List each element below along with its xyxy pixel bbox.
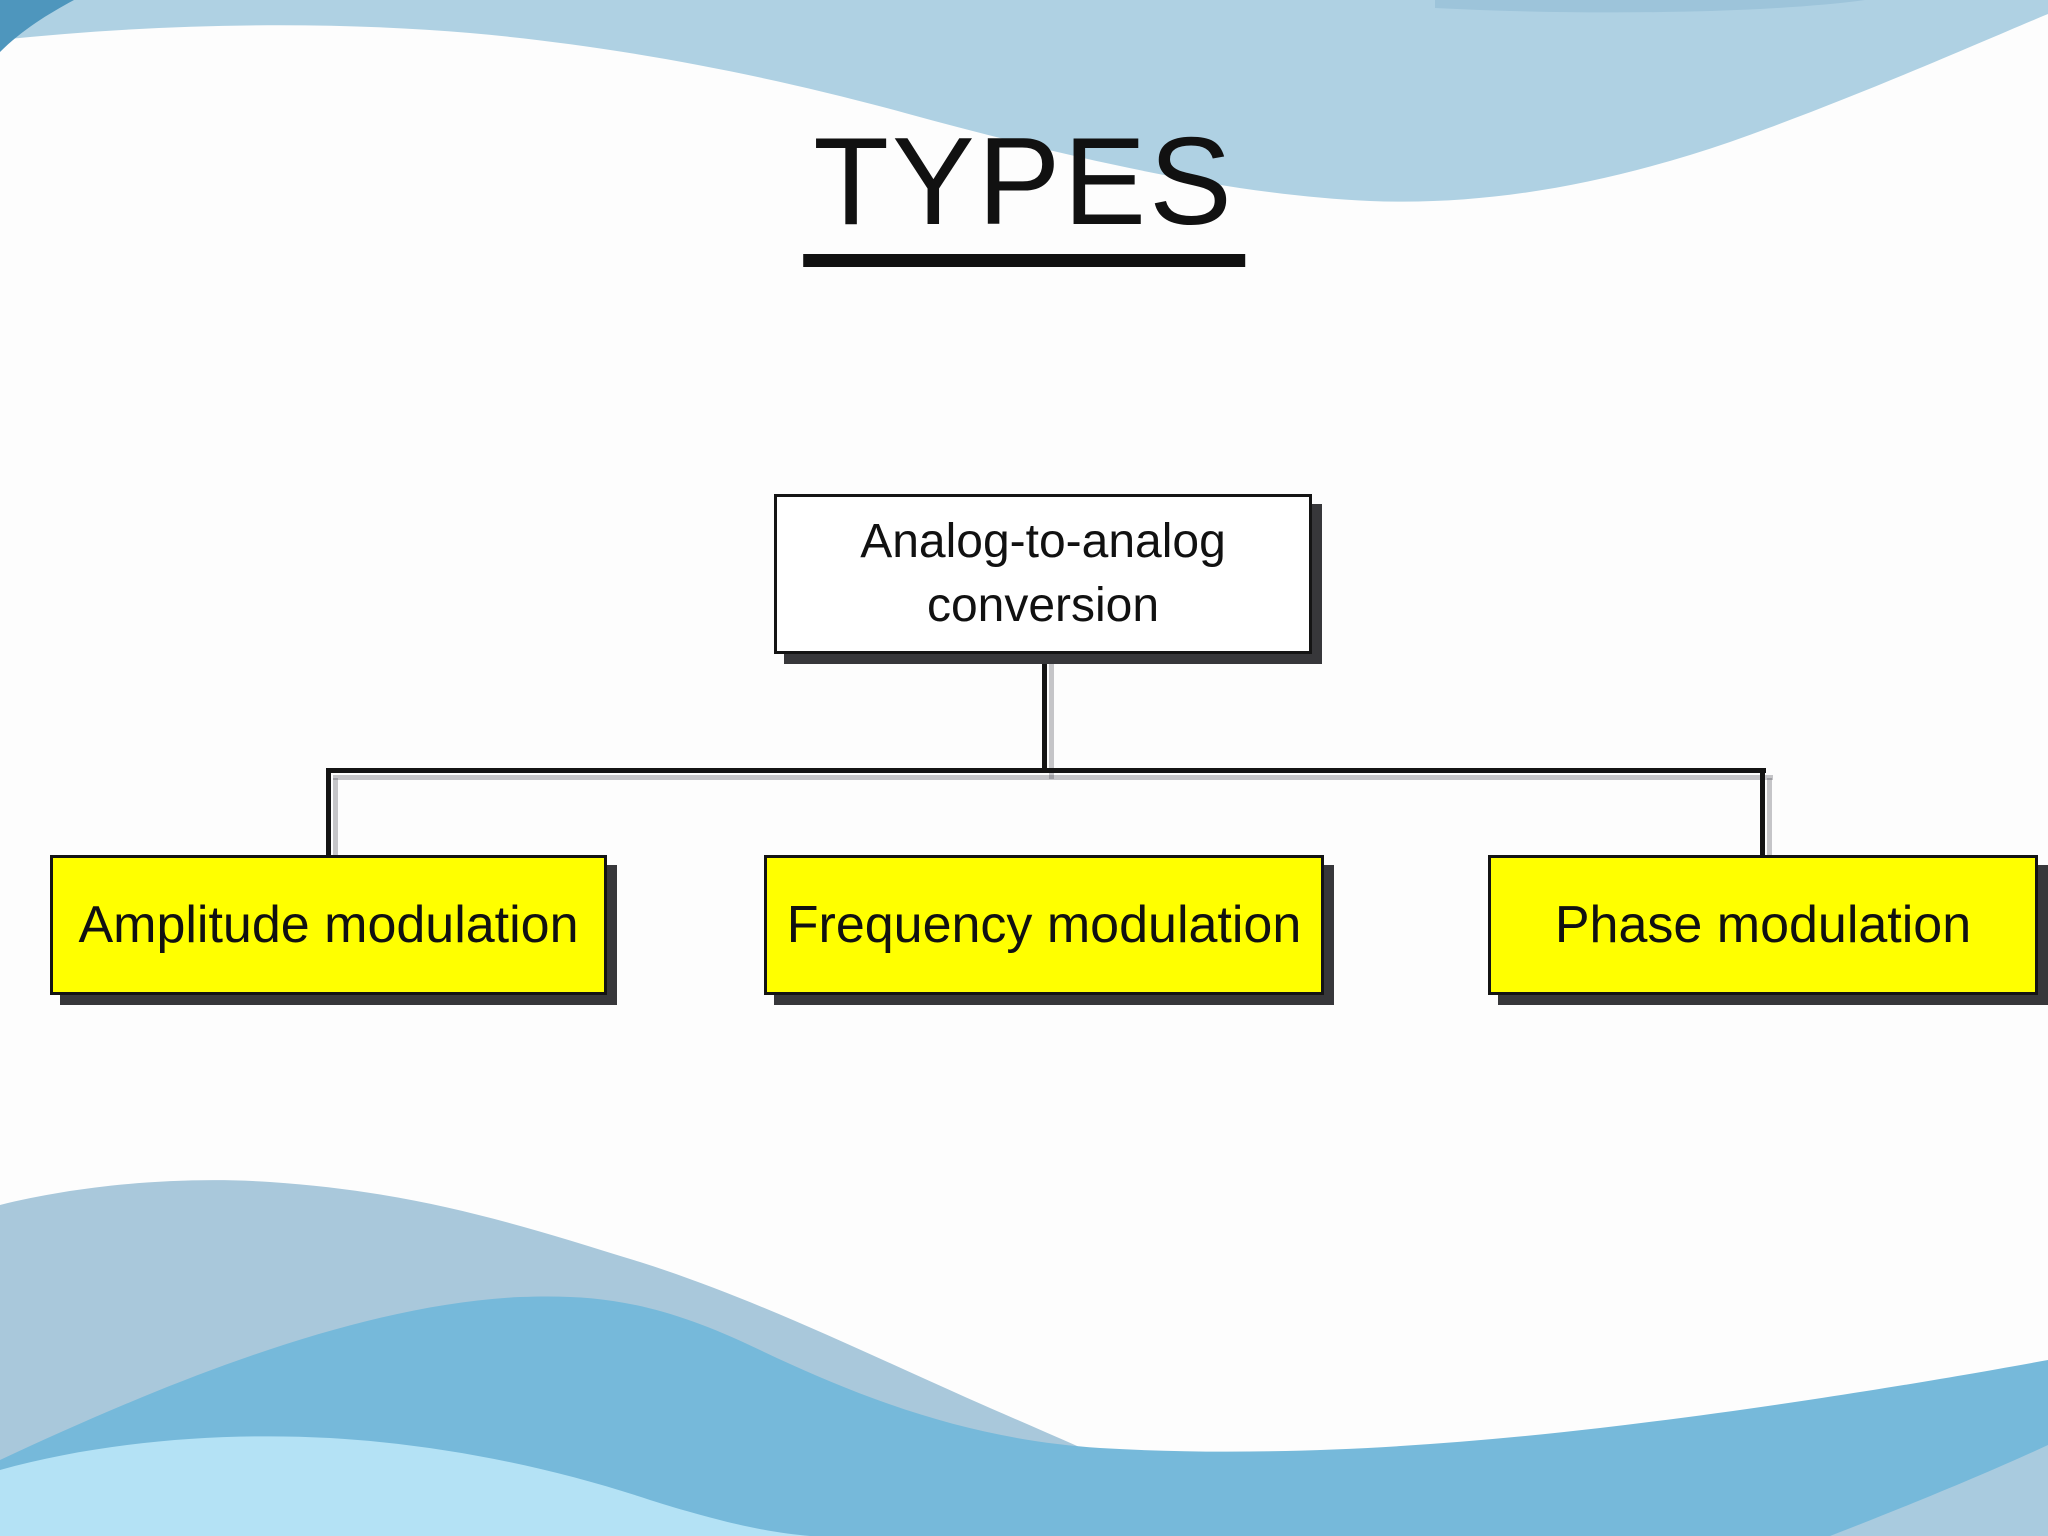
bottom-light-wave-shape	[0, 1436, 810, 1536]
diagram-node-phase-label: Phase modulation	[1554, 896, 1972, 954]
bottom-wave-decoration	[0, 1180, 2048, 1536]
diagram-node-frequency-label: Frequency modulation	[786, 896, 1302, 954]
top-strip-shape	[1435, 0, 1865, 13]
top-corner-shape	[0, 0, 74, 52]
diagram-node-amplitude-modulation: Amplitude modulation	[50, 855, 607, 995]
connector-left-drop	[326, 771, 331, 856]
diagram-node-phase-modulation: Phase modulation	[1488, 855, 2038, 995]
connector-right-drop	[1760, 771, 1765, 856]
diagram-node-amplitude-label: Amplitude modulation	[78, 896, 579, 954]
diagram-node-root-label: Analog-to-analog conversion	[860, 515, 1226, 632]
diagram-node-root: Analog-to-analog conversion	[774, 494, 1312, 654]
connector-horizontal	[326, 768, 1766, 773]
diagram-node-frequency-modulation: Frequency modulation	[764, 855, 1324, 995]
top-band-shape	[0, 0, 2048, 202]
connector-root-stem	[1042, 652, 1047, 772]
top-wave-decoration	[0, 0, 2048, 202]
page-title: TYPES	[803, 120, 1245, 267]
bottom-corner-wedge-shape	[1830, 1445, 2048, 1536]
